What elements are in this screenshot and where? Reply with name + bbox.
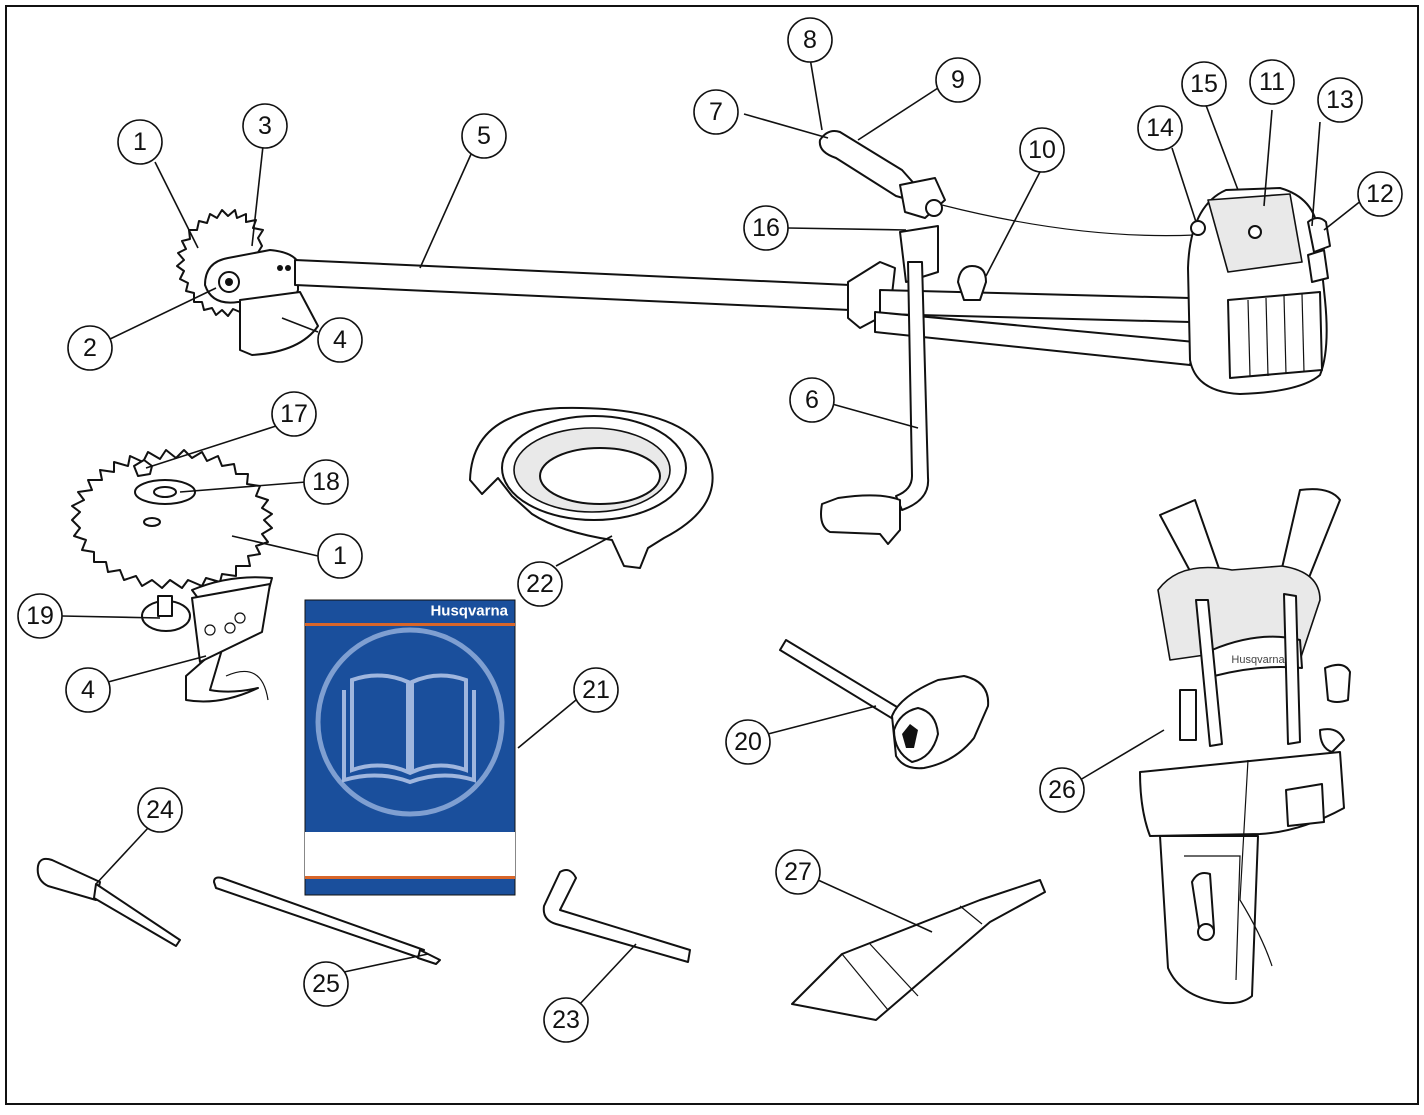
harness-brand: Husqvarna [1231, 654, 1285, 666]
callout-12: 12 [1357, 171, 1403, 217]
svg-text:25: 25 [312, 970, 340, 998]
harness: Husqvarna [1139, 488, 1351, 1005]
callout-22: 22 [517, 561, 563, 607]
operator-manual: Husqvarna [304, 599, 516, 896]
callout-17: 17 [271, 391, 317, 437]
svg-text:1: 1 [133, 128, 147, 156]
svg-text:22: 22 [526, 570, 554, 598]
callout-1b: 1 [317, 533, 363, 579]
leader-lines [61, 57, 1363, 1007]
callout-4: 4 [317, 317, 363, 363]
svg-text:17: 17 [280, 400, 308, 428]
blade-nut [133, 459, 153, 477]
manual-white-band [305, 832, 515, 876]
callout-2: 2 [67, 325, 113, 371]
svg-text:19: 19 [26, 602, 54, 630]
callout-19: 19 [17, 593, 63, 639]
svg-text:15: 15 [1190, 70, 1218, 98]
svg-text:6: 6 [805, 386, 819, 414]
callout-25: 25 [303, 961, 349, 1007]
shaft-tube [294, 259, 851, 311]
engine-unit [1187, 187, 1331, 395]
svg-text:8: 8 [803, 26, 817, 54]
callout-11: 11 [1249, 59, 1295, 105]
svg-text:4: 4 [333, 326, 347, 354]
manual-bottom-stripe [305, 876, 515, 879]
svg-text:24: 24 [146, 796, 174, 824]
svg-text:5: 5 [477, 122, 491, 150]
file-handle [36, 857, 181, 947]
manual-brand: Husqvarna [430, 603, 508, 620]
book-icon [342, 673, 476, 785]
callout-7: 7 [693, 89, 739, 135]
saw-blade-detail [71, 449, 273, 589]
callout-21: 21 [573, 667, 619, 713]
svg-text:12: 12 [1366, 180, 1394, 208]
handle-grip [820, 494, 901, 545]
svg-text:7: 7 [709, 98, 723, 126]
svg-text:11: 11 [1259, 68, 1285, 96]
callout-26: 26 [1039, 767, 1085, 813]
guard-bar [874, 311, 1196, 366]
svg-text:2: 2 [83, 334, 97, 362]
callout-16: 16 [743, 205, 789, 251]
handle-rod [895, 261, 930, 511]
brush-cutter [176, 130, 1331, 545]
svg-text:10: 10 [1028, 136, 1056, 164]
manual-top-stripe [305, 623, 515, 626]
callout-13: 13 [1317, 77, 1363, 123]
callout-6: 6 [789, 377, 835, 423]
manual-circle [315, 627, 505, 817]
svg-text:23: 23 [552, 1006, 580, 1034]
callout-9: 9 [935, 57, 981, 103]
svg-text:18: 18 [312, 468, 340, 496]
blade-guard-ring [469, 406, 714, 569]
svg-text:9: 9 [951, 66, 965, 94]
callout-8: 8 [787, 17, 833, 63]
combination-spanner [779, 639, 990, 770]
callout-3: 3 [242, 103, 288, 149]
svg-text:13: 13 [1326, 86, 1354, 114]
callout-10: 10 [1019, 127, 1065, 173]
diagram-frame [5, 5, 1419, 1105]
callouts: 1 2 3 4 5 6 7 8 9 10 11 12 13 14 15 16 1… [17, 17, 1403, 1043]
callout-1: 1 [117, 119, 163, 165]
callout-24: 24 [137, 787, 183, 833]
callout-5: 5 [461, 113, 507, 159]
callout-14: 14 [1137, 105, 1183, 151]
svg-text:26: 26 [1048, 776, 1076, 804]
svg-text:21: 21 [582, 676, 610, 704]
callout-20: 20 [725, 719, 771, 765]
svg-text:20: 20 [734, 728, 762, 756]
callout-15: 15 [1181, 61, 1227, 107]
svg-text:1: 1 [333, 542, 347, 570]
guard-assembly [141, 576, 273, 703]
svg-text:16: 16 [752, 214, 780, 242]
callout-27: 27 [775, 849, 821, 895]
handle-loop [957, 265, 987, 301]
grease-tube [791, 879, 1046, 1021]
callout-18: 18 [303, 459, 349, 505]
callout-4b: 4 [65, 667, 111, 713]
callout-23: 23 [543, 997, 589, 1043]
hex-key [542, 869, 691, 963]
svg-text:3: 3 [258, 112, 272, 140]
svg-text:4: 4 [81, 676, 95, 704]
blade-guard [239, 291, 319, 356]
svg-text:27: 27 [784, 858, 812, 886]
svg-text:14: 14 [1146, 114, 1174, 142]
